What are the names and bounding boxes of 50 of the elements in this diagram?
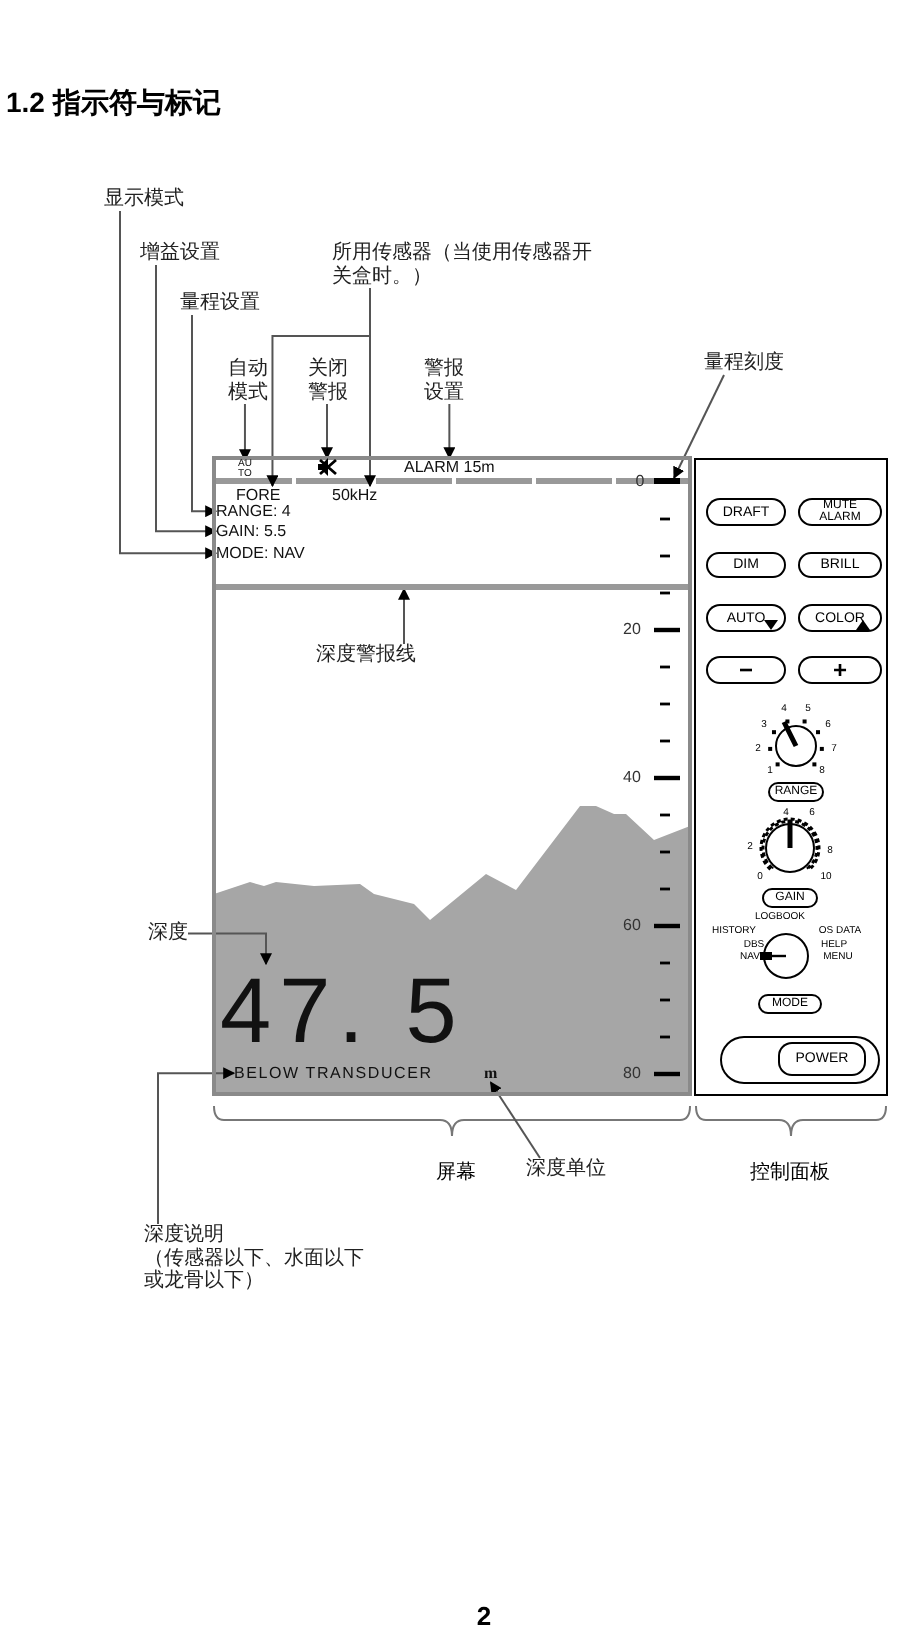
callout-label: 深度警报线 xyxy=(316,644,416,667)
unit-text: m xyxy=(484,1064,498,1083)
scale-number: 40 xyxy=(623,770,641,786)
section-heading: 1.2 指示符与标记 xyxy=(6,86,221,119)
panel-button: − xyxy=(706,656,786,684)
panel-button: + xyxy=(798,656,882,684)
callout-label: 量程刻度 xyxy=(704,352,784,375)
callout-label: 警报设置 xyxy=(422,358,466,404)
callout-label: 自动模式 xyxy=(226,358,270,404)
leader-line xyxy=(119,210,218,560)
leader-line xyxy=(238,403,251,462)
leader-line xyxy=(321,403,333,460)
leader-line xyxy=(443,403,456,460)
bracket-label: 控制面板 xyxy=(750,1164,830,1184)
callout-label: 量程设置 xyxy=(180,292,260,315)
control-panel xyxy=(694,458,888,1096)
callout-label: 深度 xyxy=(148,922,188,945)
button-frame xyxy=(720,1036,880,1084)
leader-line xyxy=(157,1067,236,1225)
leader-line xyxy=(191,314,218,518)
leader-line xyxy=(364,287,376,488)
status-text: FORE xyxy=(236,486,281,505)
status-text: ALARM 15m xyxy=(404,458,495,477)
muted-speaker-icon xyxy=(316,458,338,476)
depth-readout: 47. 5 xyxy=(220,964,465,1056)
leader-line xyxy=(489,1081,541,1159)
status-text: MODE: NAV xyxy=(216,544,305,563)
callout-label: 增益设置 xyxy=(140,242,220,265)
leader-line xyxy=(673,374,725,480)
leader-line xyxy=(155,264,218,538)
status-text: RANGE: 4 xyxy=(216,502,291,521)
callout-label: 关闭警报 xyxy=(306,358,350,404)
page-number: 2 xyxy=(476,1603,492,1629)
bracket-label: 屏幕 xyxy=(436,1164,476,1184)
callout-note: （传感器以下、水面以下或龙骨以下） xyxy=(144,1247,364,1293)
callout-label: 深度单位 xyxy=(526,1158,606,1181)
display-screen xyxy=(212,456,692,1096)
leader-line xyxy=(187,932,272,966)
alarm-line xyxy=(216,584,688,589)
scale-number: 60 xyxy=(623,918,641,934)
scale-number: 80 xyxy=(623,1066,641,1082)
callout-label: 深度说明 xyxy=(144,1224,226,1247)
scale-number: 20 xyxy=(623,622,641,638)
callout-label: 所用传感器（当使用传感器开关盒时。） xyxy=(332,242,596,288)
scale-tick xyxy=(654,478,680,484)
status-text: 50kHz xyxy=(332,486,378,505)
leader-line xyxy=(398,587,410,645)
status-text: GAIN: 5.5 xyxy=(216,522,287,541)
status-text: BELOW TRANSDUCER xyxy=(234,1064,433,1083)
callout-label: 显示模式 xyxy=(104,188,184,211)
